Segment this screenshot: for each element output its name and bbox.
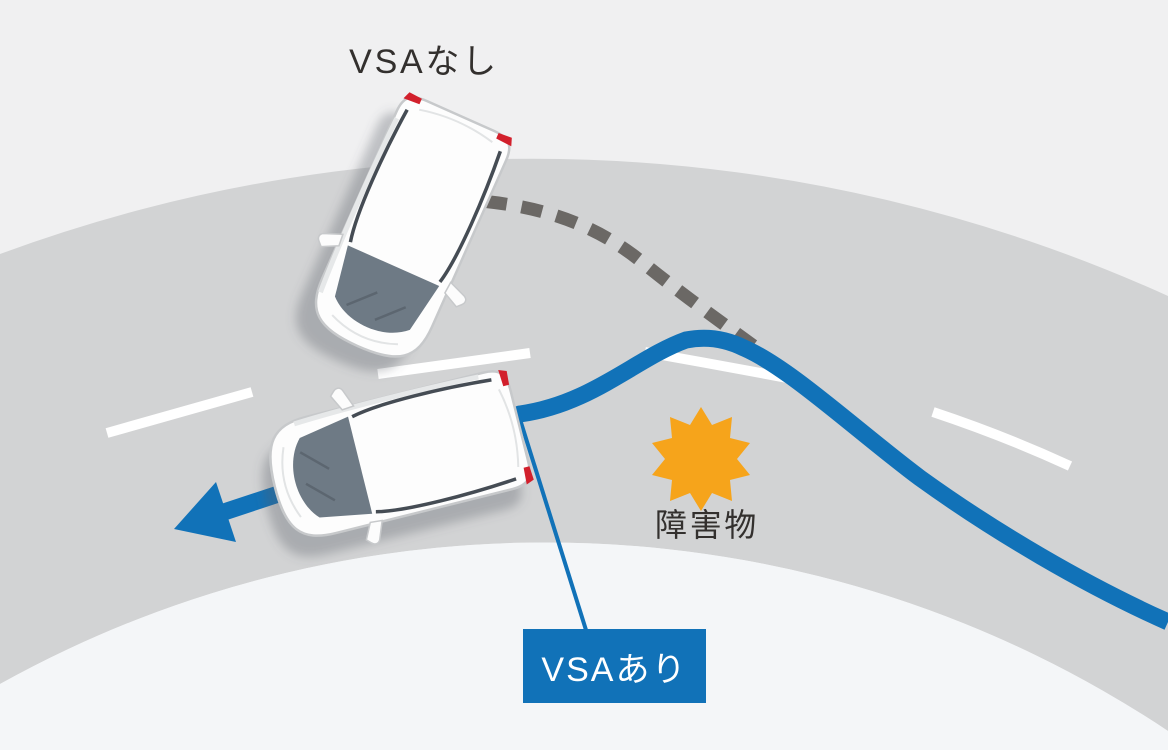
label-with-vsa: VSAあり — [541, 650, 688, 689]
lane-marking-dash — [377, 348, 531, 379]
label-no-vsa: VSAなし — [349, 43, 499, 81]
trajectory-arrowhead — [174, 482, 236, 542]
label-with-vsa-box: VSAあり — [523, 629, 706, 703]
label-obstacle: 障害物 — [655, 507, 759, 543]
skid-trajectory-dashed — [449, 192, 766, 358]
callout-leader-line — [516, 412, 588, 631]
curved-road — [0, 158, 1168, 731]
lane-marking-dash — [931, 407, 1073, 471]
vsa-trajectory-line — [221, 329, 1168, 630]
lane-marking-dash — [105, 387, 254, 438]
obstacle-icon — [652, 407, 750, 511]
